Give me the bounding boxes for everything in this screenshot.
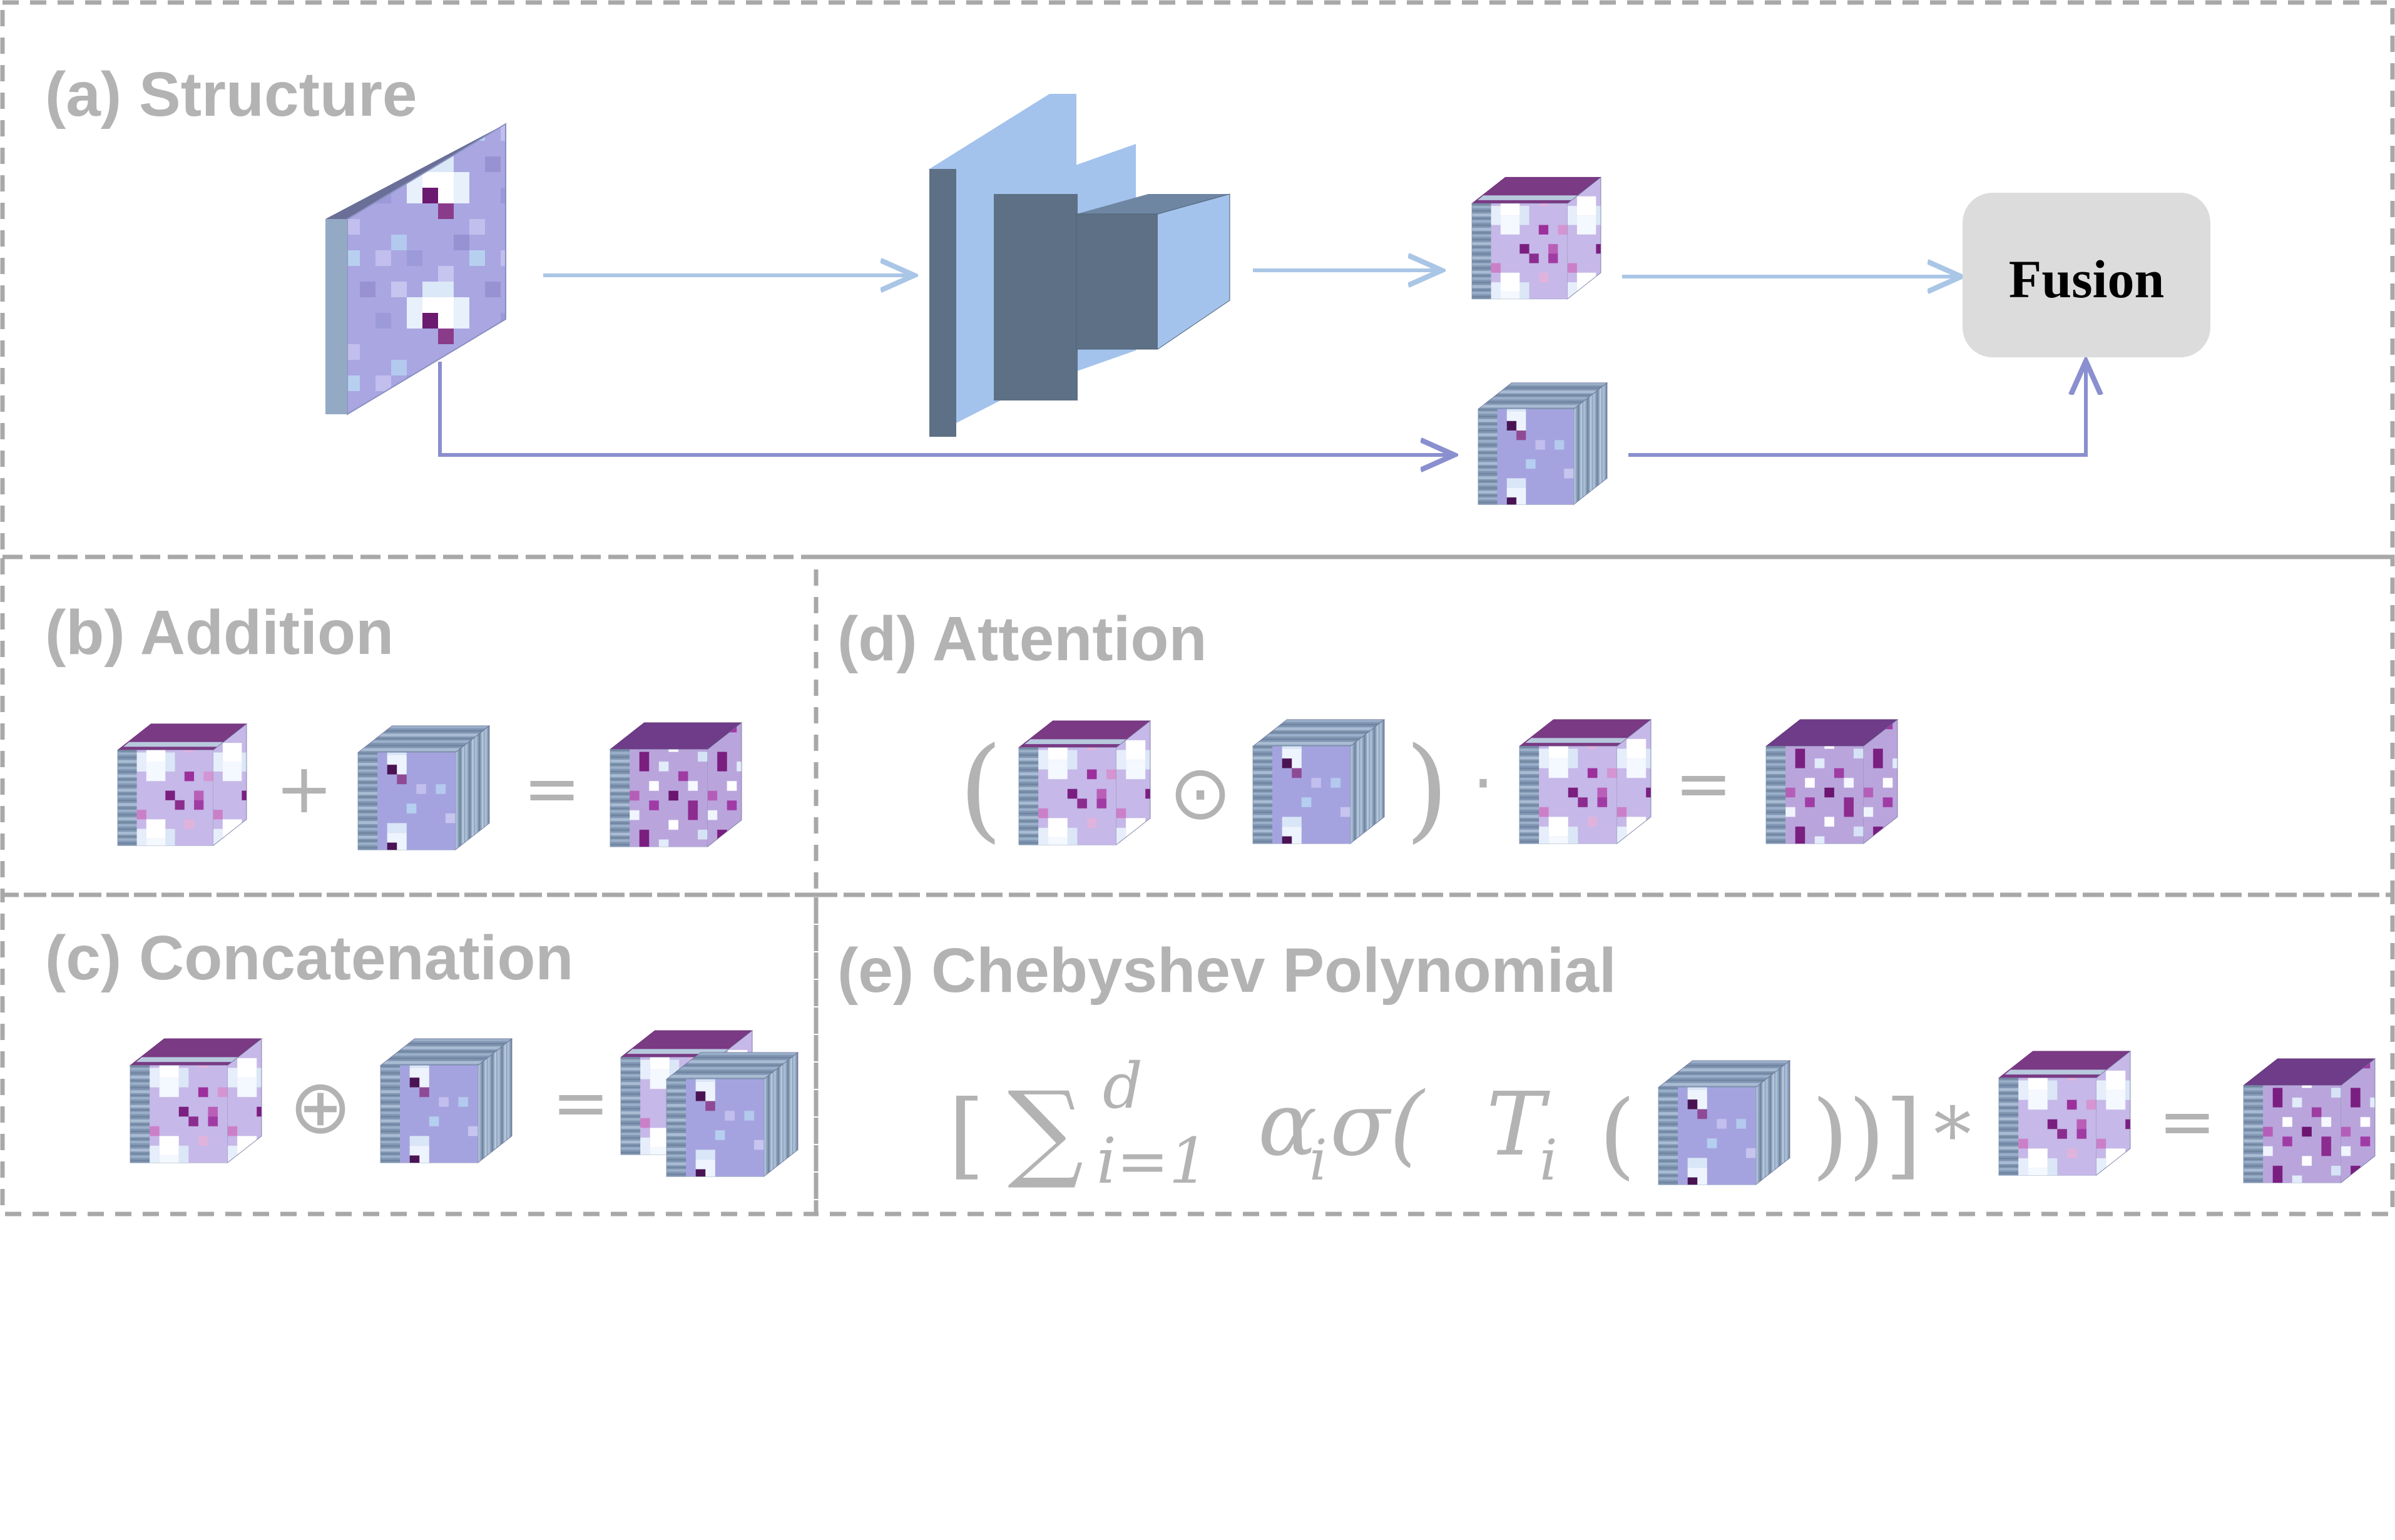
- fusion-box: [1963, 193, 2210, 357]
- attention-lparen: (: [959, 723, 1003, 854]
- panel-concatenation: (c) Concatenation ⊕ =: [45, 923, 799, 1177]
- equals-sign-e: =: [2158, 1081, 2216, 1161]
- panel-c-title: (c) Concatenation: [45, 923, 573, 993]
- attention-rparen: ): [1405, 723, 1449, 854]
- attention-result: [1765, 719, 1898, 844]
- addition-result: [610, 722, 742, 847]
- dot-sign: ·: [1473, 743, 1494, 824]
- chebyshev-input-cube: [1658, 1060, 1790, 1185]
- panel-d-title: (d) Attention: [837, 604, 1207, 674]
- formula-T-sub: i: [1540, 1128, 1558, 1193]
- plus-sign: +: [275, 748, 333, 829]
- odot-sign: ⊙: [1169, 750, 1232, 837]
- equals-sign-b: =: [523, 748, 581, 829]
- concat-operand-input: [380, 1038, 513, 1163]
- oplus-sign: ⊕: [289, 1064, 352, 1151]
- addition-operand-cnn: [117, 723, 247, 846]
- input-feature-cube: [1478, 382, 1608, 505]
- panel-d-border: [814, 554, 2395, 897]
- chebyshev-cnn-cube: [1998, 1051, 2131, 1176]
- panel-b-title: (b) Addition: [45, 598, 394, 668]
- attention-operand-input: [1252, 719, 1385, 844]
- concat-result-front: [666, 1052, 799, 1177]
- panel-e-title: (e) Chebyshev Polynomial: [837, 936, 1616, 1006]
- panel-c-border: [0, 892, 819, 1216]
- panel-structure: (a) Structure: [45, 59, 2210, 505]
- formula-sum: ∑: [1008, 1069, 1083, 1193]
- formula-T: T: [1486, 1074, 1550, 1176]
- arrow-skip-to-fusion: [1628, 365, 2086, 457]
- concat-operand-cnn: [130, 1038, 262, 1163]
- formula-sum-lower: i=1: [1096, 1124, 1208, 1198]
- addition-operand-input: [357, 725, 490, 850]
- panel-a-title: (a) Structure: [45, 59, 417, 130]
- panel-b-border: [0, 554, 819, 897]
- formula-lbracket: [: [948, 1081, 985, 1190]
- input-feature-map: [325, 123, 506, 416]
- panel-borders: [0, 0, 2395, 1216]
- panel-a-border: [0, 0, 2395, 559]
- cnn-feature-cube: [1471, 176, 1601, 300]
- formula-alpha: α: [1258, 1074, 1317, 1176]
- arrow-skip-connection: [438, 362, 1451, 455]
- equals-sign-c: =: [552, 1063, 610, 1143]
- structure-arrows: [438, 270, 2086, 457]
- formula-close: ))]: [1812, 1081, 1922, 1190]
- attention-operand-cnn: [1018, 720, 1151, 845]
- attention-operand-cnn-2: [1519, 719, 1652, 844]
- equals-sign-d: =: [1675, 743, 1732, 824]
- formula-inner-open: (: [1599, 1081, 1636, 1190]
- panel-attention: (d) Attention ( ⊙ ) · =: [837, 604, 1898, 854]
- formula-sum-upper: d: [1103, 1049, 1143, 1123]
- fusion-label: Fusion: [2009, 249, 2165, 309]
- panel-e-border: [814, 892, 2395, 1216]
- formula-sigma: σ(: [1330, 1074, 1426, 1176]
- chebyshev-result: [2243, 1058, 2376, 1183]
- panel-chebyshev: (e) Chebyshev Polynomial [ ∑ d i=1 α i σ…: [837, 936, 2376, 1198]
- cnn-backbone: [929, 94, 1230, 437]
- formula-alpha-sub: i: [1309, 1128, 1327, 1193]
- fusion-node: Fusion: [1963, 193, 2210, 357]
- formula-star: *: [1934, 1092, 1971, 1179]
- panel-addition: (b) Addition + =: [45, 598, 742, 850]
